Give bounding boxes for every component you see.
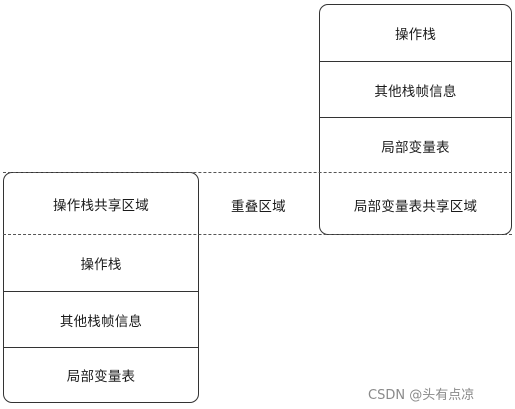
upper-stack-frame: 操作栈 其他栈帧信息 局部变量表 局部变量表共享区域 [319, 4, 512, 235]
lower-other-frame-info-cell: 其他栈帧信息 [59, 313, 143, 330]
upper-divider-1 [320, 61, 511, 62]
upper-local-variable-table-cell: 局部变量表 [381, 140, 450, 156]
lower-divider-1 [4, 291, 198, 292]
overlap-top-dashed-line [3, 172, 512, 173]
lower-divider-2 [4, 347, 198, 348]
upper-other-frame-info-cell: 其他栈帧信息 [374, 84, 457, 100]
upper-local-variable-shared-region-cell: 局部变量表共享区域 [353, 198, 478, 215]
lower-stack-frame: 操作栈共享区域 操作栈 其他栈帧信息 局部变量表 [3, 172, 199, 403]
csdn-watermark: CSDN @头有点凉 [368, 388, 475, 403]
overlap-bottom-dashed-line [3, 234, 512, 235]
upper-divider-2 [320, 117, 511, 118]
lower-local-variable-table-cell: 局部变量表 [66, 369, 136, 385]
lower-operand-stack-shared-region-cell: 操作栈共享区域 [53, 197, 149, 214]
overlap-region-label: 重叠区域 [231, 199, 286, 215]
upper-operand-stack-cell: 操作栈 [394, 27, 437, 43]
lower-operand-stack-cell: 操作栈 [80, 257, 122, 273]
